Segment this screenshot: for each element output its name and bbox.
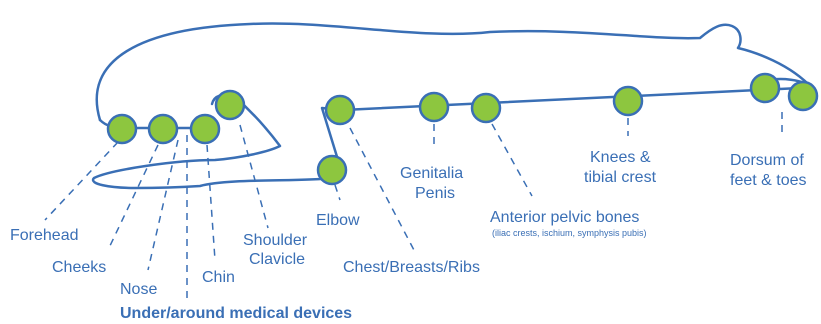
label-tibial: tibial crest (584, 169, 657, 186)
marker-chest (326, 96, 354, 124)
marker-genitalia (420, 93, 448, 121)
label-forehead: Forehead (10, 227, 79, 244)
label-penis: Penis (415, 185, 455, 202)
label-genitalia: Genitalia (400, 165, 463, 182)
label-chin: Chin (202, 269, 235, 286)
marker-knees (614, 87, 642, 115)
marker-pelvic (472, 94, 500, 122)
label-nose: Nose (120, 281, 157, 298)
leader-shoulder (240, 125, 268, 228)
marker-elbow (318, 156, 346, 184)
leader-cheeks (108, 145, 158, 250)
leader-pelvic (492, 124, 532, 196)
marker-cheeks (149, 115, 177, 143)
label-pelvic: Anterior pelvic bones (490, 209, 639, 226)
front-body-outline (343, 88, 800, 110)
label-elbow: Elbow (316, 212, 360, 229)
leader-forehead (45, 142, 118, 220)
marker-shoulder (216, 91, 244, 119)
marker-dorsum (751, 74, 779, 102)
label-dorsum: Dorsum of (730, 152, 804, 169)
label-feet: feet & toes (730, 172, 807, 189)
marker-forehead (108, 115, 136, 143)
label-knees: Knees & (590, 149, 651, 166)
label-clavicle: Clavicle (249, 251, 305, 268)
marker-feet (789, 82, 817, 110)
leader-nose (148, 140, 178, 270)
leader-chest (350, 128, 415, 252)
leader-chin (207, 145, 215, 260)
label-shoulder: Shoulder (243, 232, 308, 249)
label-medical-devices: Under/around medical devices (120, 305, 352, 322)
label-cheeks: Cheeks (52, 259, 106, 276)
leader-elbow (335, 185, 340, 200)
label-chest: Chest/Breasts/Ribs (343, 259, 480, 276)
label-pelvic-detail: (iliac crests, ischium, symphysis pubis) (492, 228, 647, 238)
marker-chin (191, 115, 219, 143)
